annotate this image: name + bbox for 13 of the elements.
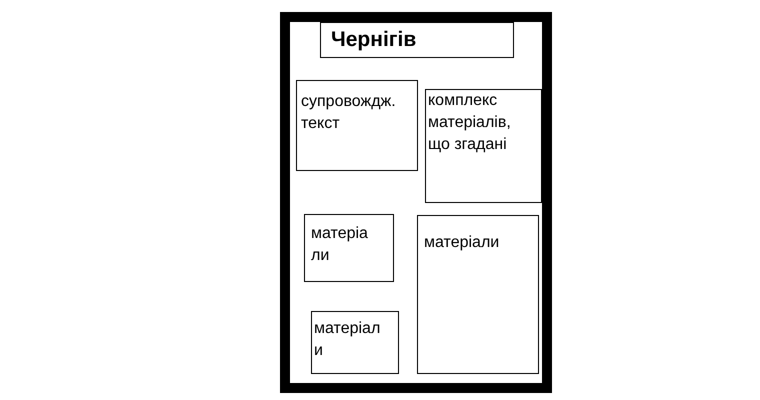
frame-box bbox=[280, 12, 552, 393]
content-box bbox=[296, 80, 418, 171]
block-label: комплекс матеріалів, що згадані bbox=[428, 91, 512, 155]
block-label: супровождж. текст bbox=[301, 92, 397, 134]
block-label: матеріали bbox=[311, 224, 369, 266]
block-label: матеріали bbox=[314, 319, 382, 361]
content-box bbox=[425, 89, 542, 203]
place-name: Чернігів bbox=[331, 29, 418, 51]
title-box bbox=[320, 22, 514, 58]
content-box bbox=[304, 214, 394, 282]
block-label: матеріали bbox=[424, 233, 500, 253]
content-box bbox=[417, 215, 539, 374]
content-box bbox=[311, 311, 399, 374]
